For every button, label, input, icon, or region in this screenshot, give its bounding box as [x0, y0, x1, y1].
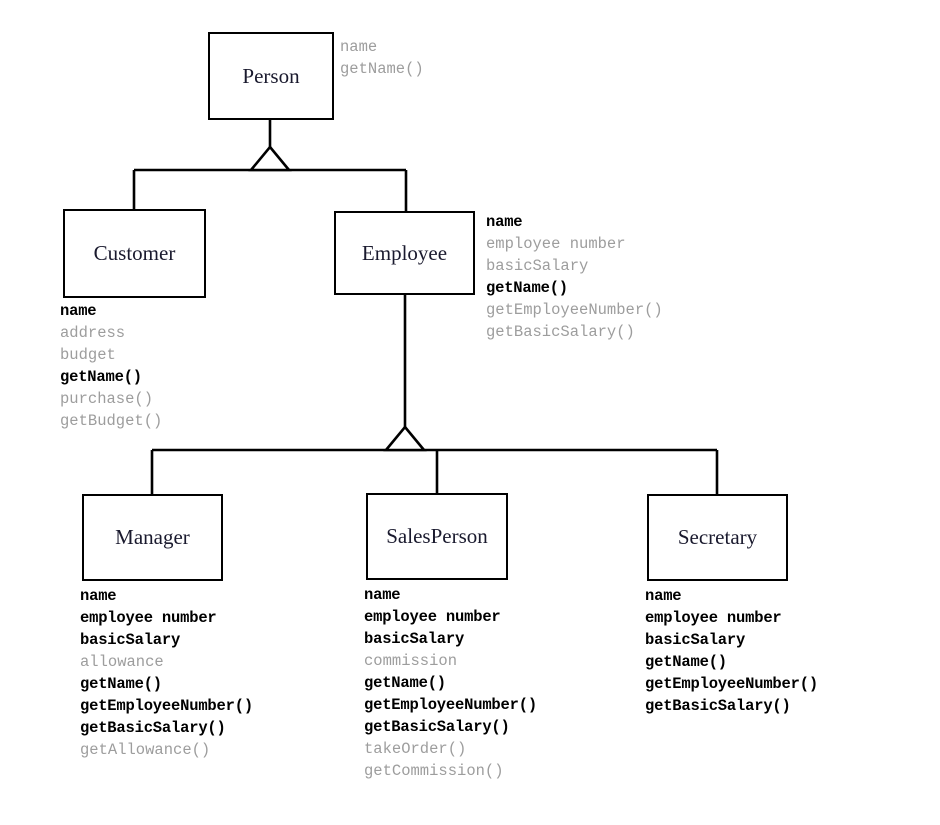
- member-item: getCommission(): [364, 762, 504, 780]
- member-item: purchase(): [60, 390, 154, 408]
- member-item: getEmployeeNumber(): [645, 675, 818, 693]
- class-node-salesperson[interactable]: SalesPerson: [366, 493, 508, 580]
- class-box-person[interactable]: Person: [208, 32, 334, 120]
- class-box-salesperson[interactable]: SalesPerson: [366, 493, 508, 580]
- member-item: name: [364, 586, 401, 604]
- inheritance-triangle-icon: [383, 424, 427, 452]
- class-title-person: Person: [242, 63, 300, 88]
- class-box-secretary[interactable]: Secretary: [647, 494, 788, 581]
- member-list-salesperson: name employee number basicSalary commiss…: [364, 584, 537, 782]
- member-list-customer: name address budget getName() purchase()…: [60, 300, 162, 432]
- member-item: employee number: [80, 609, 217, 627]
- member-item: getBasicSalary(): [364, 718, 510, 736]
- member-item: employee number: [486, 235, 626, 253]
- class-box-manager[interactable]: Manager: [82, 494, 223, 581]
- member-item: getName(): [645, 653, 727, 671]
- class-node-customer[interactable]: Customer: [63, 209, 206, 298]
- member-item: getName(): [486, 279, 568, 297]
- member-item: basicSalary: [645, 631, 746, 649]
- member-item: basicSalary: [486, 257, 589, 275]
- member-item: getName(): [340, 60, 424, 78]
- class-title-salesperson: SalesPerson: [386, 524, 488, 548]
- member-item: getBasicSalary(): [645, 697, 791, 715]
- inheritance-triangle-icon: [248, 144, 292, 172]
- class-title-customer: Customer: [93, 241, 176, 265]
- member-item: employee number: [645, 609, 782, 627]
- member-item: getEmployeeNumber(): [486, 301, 663, 319]
- class-node-manager[interactable]: Manager: [82, 494, 223, 581]
- member-item: name: [60, 302, 97, 320]
- member-item: budget: [60, 346, 116, 364]
- member-item: name: [340, 38, 378, 56]
- member-list-employee: name employee number basicSalary getName…: [486, 211, 663, 343]
- member-item: employee number: [364, 608, 501, 626]
- member-item: address: [60, 324, 126, 342]
- member-item: getBudget(): [60, 412, 163, 430]
- member-item: name: [486, 213, 523, 231]
- member-item: getEmployeeNumber(): [364, 696, 537, 714]
- member-item: name: [645, 587, 682, 605]
- member-list-manager: name employee number basicSalary allowan…: [80, 585, 253, 761]
- class-box-customer[interactable]: Customer: [63, 209, 206, 298]
- class-node-secretary[interactable]: Secretary: [647, 494, 788, 581]
- member-item: commission: [364, 652, 458, 670]
- member-item: getAllowance(): [80, 741, 211, 759]
- class-node-employee[interactable]: Employee: [334, 211, 475, 295]
- member-list-secretary: name employee number basicSalary getName…: [645, 585, 818, 717]
- member-item: name: [80, 587, 117, 605]
- member-item: takeOrder(): [364, 740, 467, 758]
- member-item: getName(): [80, 675, 162, 693]
- member-item: getBasicSalary(): [486, 323, 635, 341]
- class-title-manager: Manager: [115, 525, 190, 549]
- member-item: getName(): [364, 674, 446, 692]
- class-box-employee[interactable]: Employee: [334, 211, 475, 295]
- class-title-secretary: Secretary: [677, 525, 758, 549]
- member-item: basicSalary: [364, 630, 465, 648]
- generalization-person: [132, 120, 408, 211]
- member-item: basicSalary: [80, 631, 181, 649]
- class-title-employee: Employee: [361, 240, 448, 265]
- class-node-person[interactable]: Person: [208, 32, 334, 120]
- member-item: allowance: [80, 653, 164, 671]
- member-item: getEmployeeNumber(): [80, 697, 253, 715]
- member-item: getName(): [60, 368, 142, 386]
- member-list-person: name getName(): [340, 36, 424, 80]
- member-item: getBasicSalary(): [80, 719, 226, 737]
